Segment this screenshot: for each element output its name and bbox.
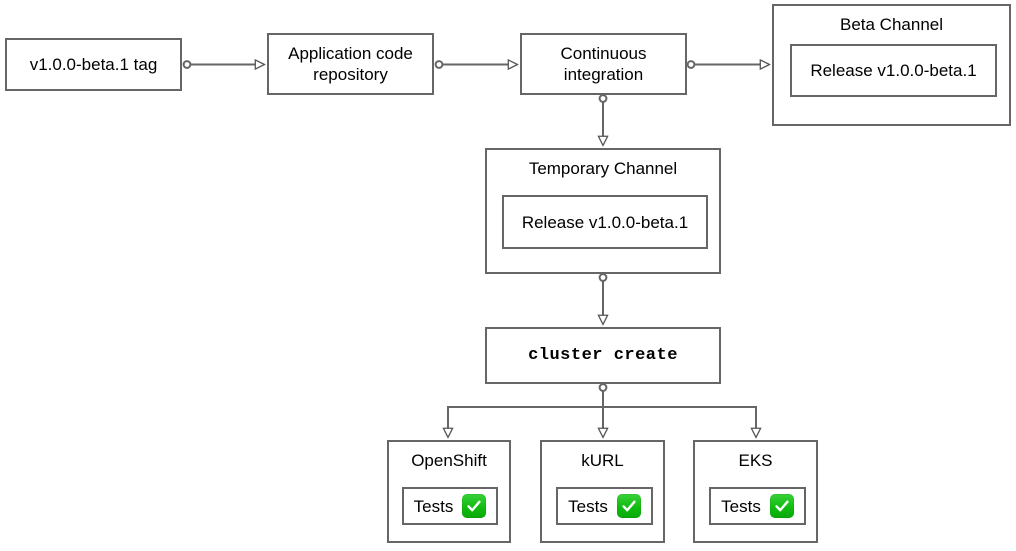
node-beta-channel-release-box[interactable]: Release v1.0.0-beta.1 [790, 44, 997, 97]
check-mark-button-icon [616, 494, 641, 518]
node-application-code-repository[interactable]: Application code repository [267, 33, 434, 95]
openshift-tests-row: Tests [414, 494, 487, 518]
edge-cluster-create-to-openshift [448, 383, 608, 437]
edge-ci-to-temporary-channel [600, 94, 607, 145]
node-openshift-tests-box[interactable]: Tests [402, 487, 498, 525]
node-kurl-tests-label: Tests [568, 496, 608, 516]
node-kurl-title: kURL [581, 451, 624, 470]
check-mark-button-icon [462, 494, 487, 518]
eks-tests-row: Tests [721, 494, 794, 518]
node-openshift-tests-label: Tests [413, 496, 454, 516]
edge-ci-to-beta-channel [686, 61, 769, 68]
node-beta-channel[interactable]: Beta Channel Release v1.0.0-beta.1 [772, 4, 1011, 126]
node-openshift-title: OpenShift [411, 451, 487, 470]
node-temporary-channel[interactable]: Temporary Channel Release v1.0.0-beta.1 [485, 148, 721, 274]
node-eks-tests-label: Tests [721, 496, 761, 516]
kurl-tests-row: Tests [568, 494, 641, 518]
node-temporary-channel-title: Temporary Channel [528, 159, 678, 178]
node-version-tag[interactable]: v1.0.0-beta.1 tag [5, 38, 182, 91]
node-eks-title: EKS [738, 451, 773, 470]
node-cluster-create-label: cluster create [528, 346, 678, 365]
edge-repo-to-ci [434, 61, 517, 68]
node-continuous-integration[interactable]: Continuous integration [520, 33, 687, 95]
node-continuous-integration-label: Continuous integration [560, 44, 647, 84]
node-beta-channel-release-label: Release v1.0.0-beta.1 [810, 61, 977, 80]
node-beta-channel-title: Beta Channel [839, 15, 944, 34]
check-mark-button-icon [769, 494, 794, 518]
node-eks-tests-box[interactable]: Tests [709, 487, 806, 525]
node-temporary-channel-release-label: Release v1.0.0-beta.1 [521, 212, 689, 232]
edge-tag-to-repo [182, 61, 264, 68]
node-cluster-create[interactable]: cluster create [485, 327, 721, 384]
edge-cluster-create-to-eks [603, 406, 756, 437]
node-version-tag-label: v1.0.0-beta.1 tag [29, 55, 158, 74]
node-kurl[interactable]: kURL Tests [540, 440, 665, 543]
node-eks[interactable]: EKS Tests [693, 440, 818, 543]
node-kurl-tests-box[interactable]: Tests [556, 487, 653, 525]
edge-temporary-channel-to-cluster-create [600, 273, 607, 324]
node-application-code-repository-label: Application code repository [288, 44, 413, 84]
node-temporary-channel-release-box[interactable]: Release v1.0.0-beta.1 [502, 195, 708, 249]
node-openshift[interactable]: OpenShift Tests [387, 440, 511, 543]
